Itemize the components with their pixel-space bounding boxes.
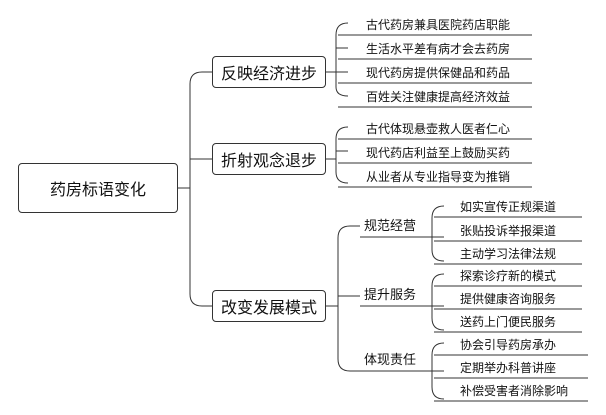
leaf-text: 古代药房兼具医院药店职能 <box>366 18 511 32</box>
leaf-text: 定期举办科普讲座 <box>460 361 557 375</box>
leaf-text: 送药上门便民服务 <box>460 315 557 329</box>
branch-node-development-mode: 改变发展模式 <box>212 290 326 322</box>
leaf-text: 主动学习法律法规 <box>460 247 557 261</box>
group-label-service: 提升服务 <box>364 288 417 303</box>
group-label-regulate: 规范经营 <box>364 219 417 234</box>
leaf-text: 现代药房提供保健品和药品 <box>366 66 511 80</box>
leaf-text: 如实宣传正规渠道 <box>460 200 557 214</box>
leaf-text: 提供健康咨询服务 <box>460 292 557 306</box>
root-node: 药房标语变化 <box>18 163 178 213</box>
branch-node-economic-progress: 反映经济进步 <box>212 56 326 88</box>
leaf-text: 生活水平差有病才会去药房 <box>366 42 511 56</box>
leaf-text: 百姓关注健康提高经济效益 <box>366 90 511 104</box>
branch-node-concept-decline: 折射观念退步 <box>212 143 326 175</box>
leaf-text: 现代药店利益至上鼓励买药 <box>366 146 511 160</box>
leaf-text: 补偿受害者消除影响 <box>460 384 569 398</box>
leaf-text: 探索诊疗新的模式 <box>460 269 557 283</box>
leaf-text: 从业者从专业指导变为推销 <box>366 170 511 184</box>
leaf-text: 协会引导药房承办 <box>460 338 557 352</box>
group-label-responsibility: 体现责任 <box>364 353 417 368</box>
leaf-text: 古代体现悬壶救人医者仁心 <box>366 122 511 136</box>
leaf-text: 张贴投诉举报渠道 <box>460 224 557 238</box>
